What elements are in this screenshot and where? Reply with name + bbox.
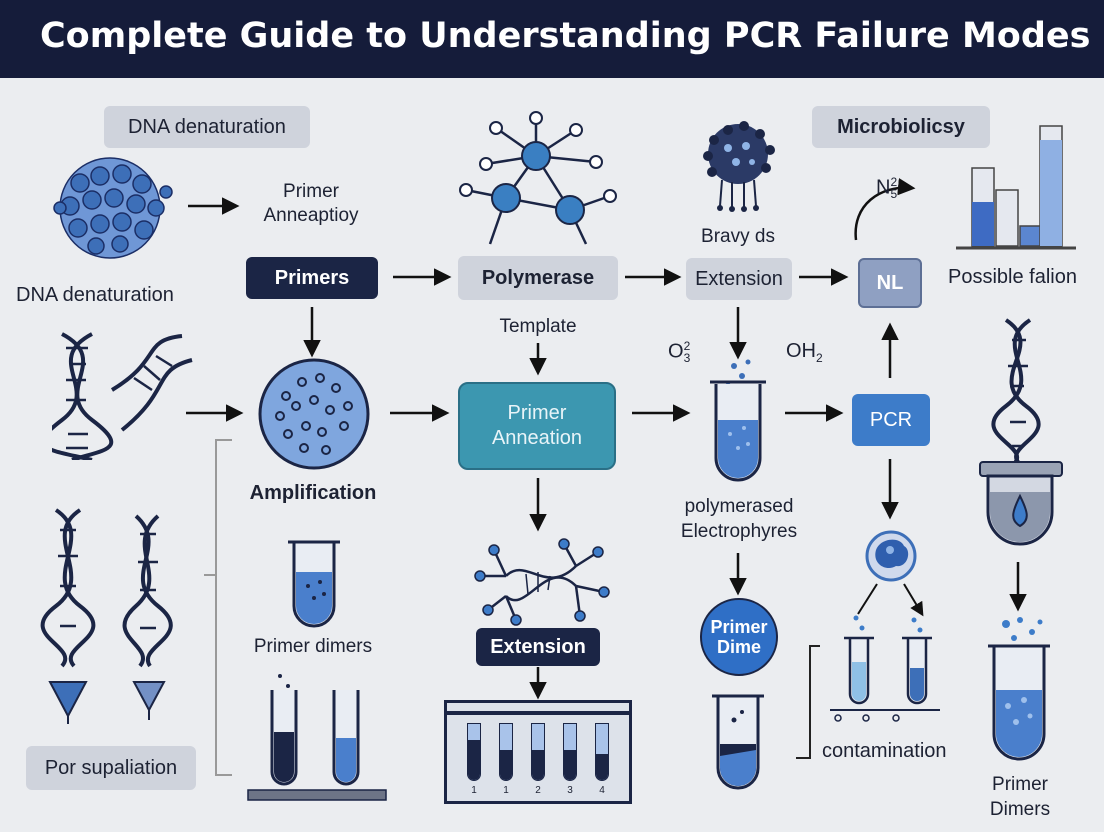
gel-band: [500, 750, 512, 780]
gel-lane: [595, 723, 609, 781]
dark-tube-icon: [712, 694, 764, 790]
possible-falion-label: Possible falion: [948, 266, 1077, 288]
n5-sup: 2: [890, 175, 898, 189]
primer-anneaptioy-line2: Anneaptioy: [263, 205, 359, 226]
nl-label: NL: [876, 271, 904, 294]
gel-band: [596, 754, 608, 780]
microbiolicsy-box: Microbiolicsy: [812, 106, 990, 148]
o3-main: O: [668, 340, 684, 363]
gel-lane: [563, 723, 577, 781]
contamination-label: contamination: [822, 740, 947, 762]
primers-box: Primers: [246, 257, 378, 299]
polymerased-line2: Electrophyres: [680, 521, 798, 542]
primer-dime-line2: Dime: [716, 637, 761, 657]
n5-sub: 5: [890, 187, 898, 201]
por-supaliation-box: Por supaliation: [26, 746, 196, 790]
o3-sup: 2: [683, 339, 691, 353]
primer-dimers-right-line2: Dimers: [989, 799, 1051, 820]
gel-band: [532, 750, 544, 780]
primer-dimers-left-label: Primer dimers: [253, 636, 373, 657]
primer-dimers-right-label: Primer Dimers: [960, 772, 1080, 822]
primer-dimers-tube-icon: [988, 617, 1050, 761]
extension-top-label: Extension: [695, 267, 783, 290]
pcr-box: PCR: [852, 394, 930, 446]
nl-box: NL: [858, 258, 922, 308]
primer-dime-line1: Primer: [710, 617, 768, 637]
microbiolicsy-label: Microbiolicsy: [837, 115, 965, 138]
n5-main: N: [876, 176, 891, 199]
dna-denaturation-label: DNA denaturation: [16, 284, 174, 306]
dna-cluster-icon: [53, 157, 173, 259]
fork-arrows: [857, 583, 922, 614]
primer-dimers-right-line1: Primer: [992, 774, 1048, 795]
gel-lane-label: 1: [503, 785, 509, 796]
gel-image: 1 1 2 3 4: [444, 700, 632, 804]
gel-band: [468, 740, 480, 780]
dna-pair-icon: [40, 508, 173, 724]
extension-bottom-label: Extension: [490, 635, 586, 658]
primer-dime-circle: Primer Dime: [700, 598, 778, 676]
polymerase-box: Polymerase: [458, 256, 618, 300]
oh2-formula: OH2: [786, 340, 823, 365]
por-supaliation-label: Por supaliation: [44, 756, 178, 779]
gel-lane: [499, 723, 513, 781]
dna-network-icon: [474, 538, 610, 626]
network-molecule-icon: [459, 111, 617, 245]
amplification-label: Amplification: [249, 482, 377, 504]
dna-denaturation-box: DNA denaturation: [104, 106, 310, 148]
primer-dimer-tube-icon: [288, 540, 340, 628]
test-tube-icon: [710, 359, 766, 482]
extension-top-box: Extension: [686, 258, 792, 300]
gel-lane: [531, 723, 545, 781]
gel-lane-label: 2: [535, 785, 541, 796]
two-tubes-icon: [247, 674, 387, 801]
o3-sub: 3: [683, 351, 691, 365]
primer-anneation-line2: Anneation: [491, 427, 583, 449]
pcr-label: PCR: [869, 408, 913, 431]
extension-bottom-box: Extension: [476, 628, 600, 666]
oh2-main: OH: [786, 340, 816, 362]
gel-lane-label: 4: [599, 785, 605, 796]
bar-chart-icon: [956, 125, 1076, 250]
polymerase-label: Polymerase: [481, 266, 595, 289]
oh2-sub: 2: [816, 351, 823, 365]
bravy-ds-label: Bravy ds: [701, 226, 775, 247]
primer-anneaptioy-line1: Primer: [283, 181, 339, 202]
gel-lane: [467, 723, 481, 781]
gel-band: [564, 750, 576, 780]
arrow-curved-n5: [854, 177, 916, 241]
title-bar: [0, 0, 1104, 78]
primer-anneaptioy-label: Primer Anneaptioy: [246, 180, 376, 228]
gel-lane-label: 1: [471, 785, 477, 796]
bracket-left: [204, 439, 232, 776]
dna-vessel-icon: [979, 318, 1063, 546]
polymerased-label: polymerased Electrophyres: [664, 494, 814, 544]
gel-top-bar: [447, 711, 629, 715]
microbe-molecule-icon: [703, 121, 775, 212]
contamination-tubes-icon: [830, 615, 940, 722]
polymerased-line1: polymerased: [684, 496, 794, 517]
primers-label: Primers: [274, 266, 350, 289]
primer-anneation-box: Primer Anneation: [458, 382, 616, 470]
bracket-contamination: [796, 645, 820, 759]
dna-denaturation-box-label: DNA denaturation: [128, 115, 286, 138]
template-label: Template: [499, 316, 577, 337]
primer-anneation-line1: Primer: [507, 402, 567, 424]
contamination-blob-icon: [865, 530, 917, 582]
dna-helix-icon: [52, 332, 193, 460]
page-title: Complete Guide to Understanding PCR Fail…: [40, 16, 1091, 56]
gel-lane-label: 3: [567, 785, 573, 796]
amplification-circle-icon: [258, 358, 370, 470]
